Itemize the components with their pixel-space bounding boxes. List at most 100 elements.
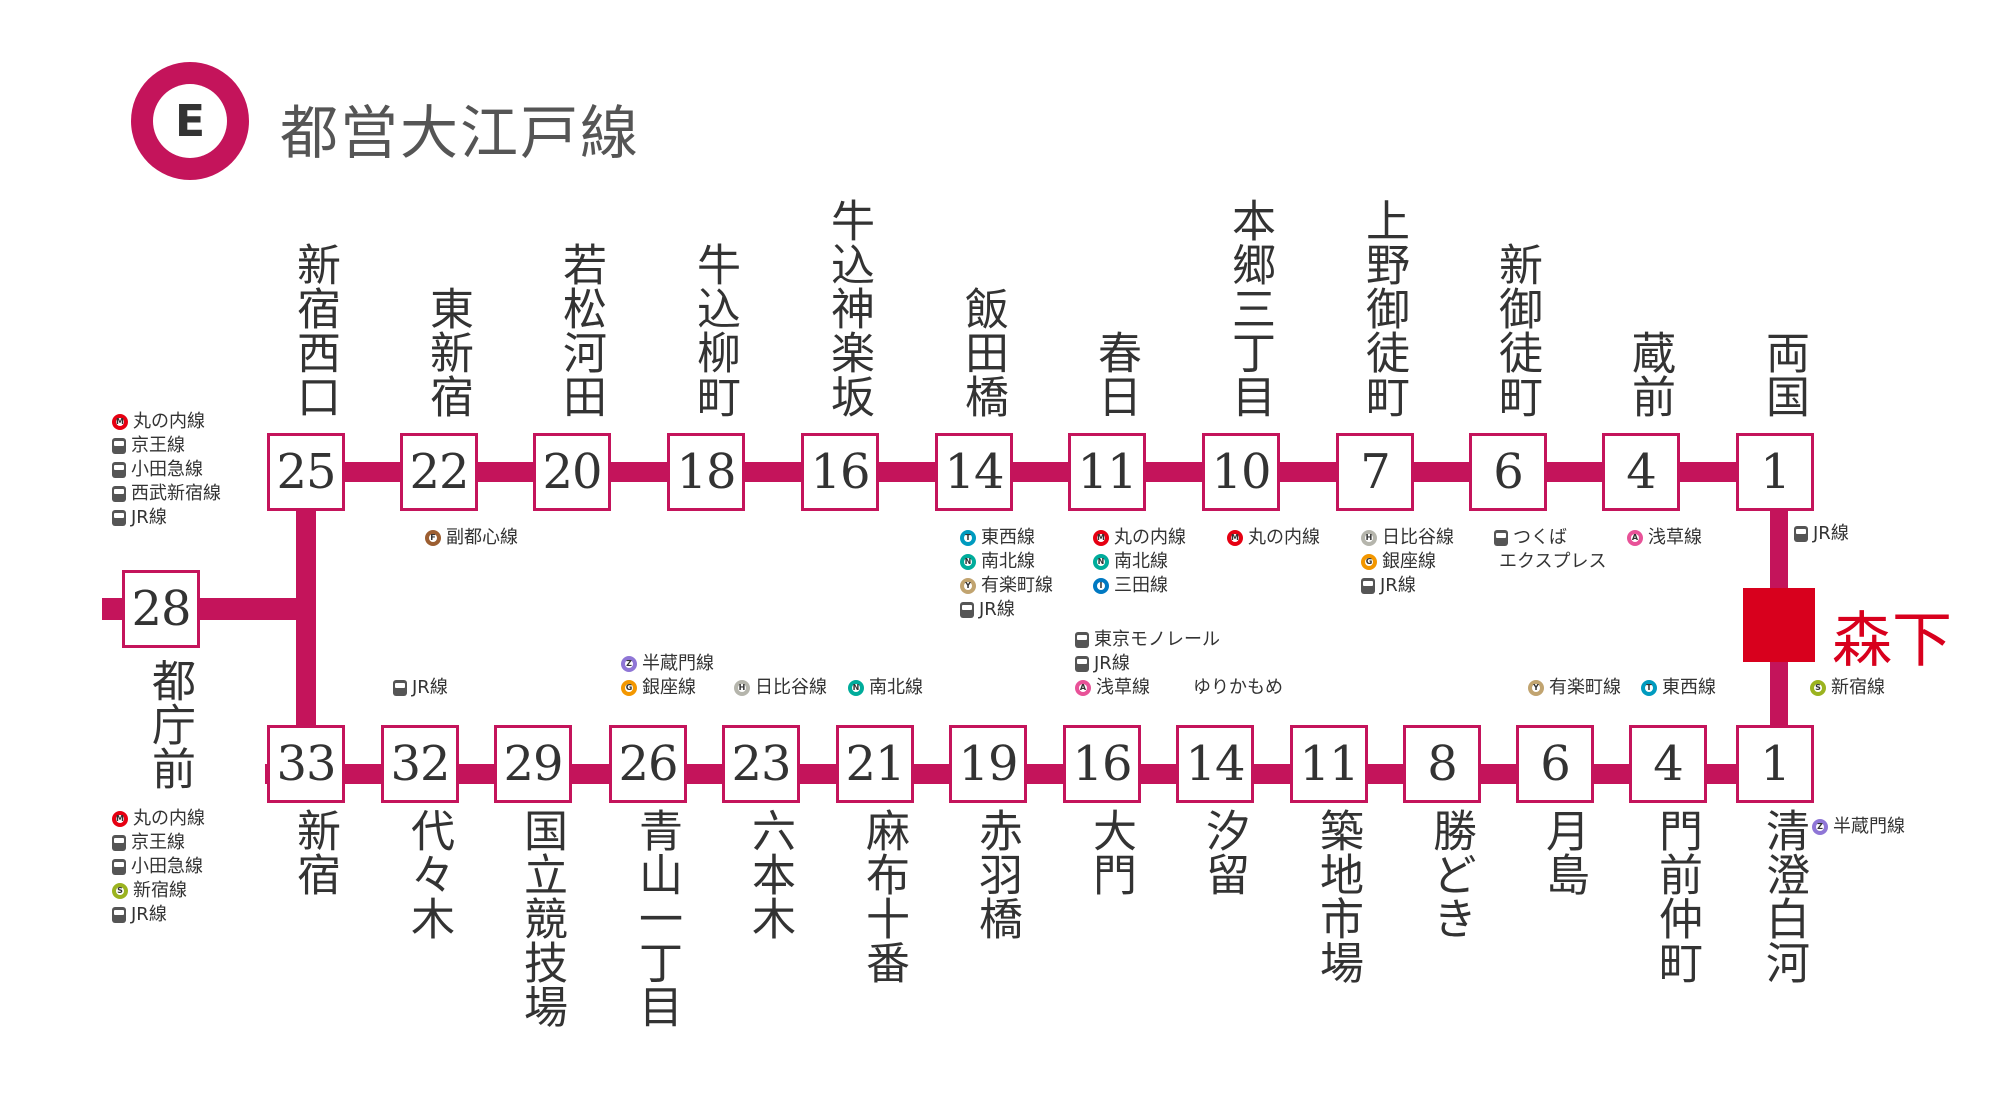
station-number-box[interactable]: 6 (1469, 433, 1547, 511)
line-badge-icon (1627, 530, 1643, 546)
station-number-box[interactable]: 32 (381, 725, 459, 803)
station-number-box[interactable]: 4 (1629, 725, 1707, 803)
transfer-label: 半蔵門線 (1833, 816, 1905, 837)
transfer-label: 南北線 (1114, 551, 1168, 572)
transfer-label: 日比谷線 (755, 677, 827, 698)
station-number-box[interactable]: 18 (667, 433, 745, 511)
station-number-box[interactable]: 1 (1736, 725, 1814, 803)
line-badge-icon (1528, 680, 1544, 696)
line-badge-icon (1093, 578, 1109, 594)
transfer-label: 半蔵門線 (642, 653, 714, 674)
transfer-label: 西武新宿線 (131, 483, 221, 504)
station-name: 月島 (1538, 808, 1589, 896)
train-icon (393, 680, 407, 696)
transfer-label: JR線 (131, 507, 167, 528)
line-badge-icon (1812, 819, 1828, 835)
transfer-item: つくば (1494, 526, 1606, 550)
transfer-list: JR線 (393, 676, 448, 700)
transfer-list: 副都心線 (425, 526, 518, 550)
line-badge-icon (1361, 554, 1377, 570)
station-name: 両国 (1758, 330, 1809, 418)
station-number-box[interactable]: 4 (1602, 433, 1680, 511)
transfer-list: 丸の内線 (1227, 526, 1320, 550)
station-number-box[interactable]: 7 (1336, 433, 1414, 511)
station-number-box[interactable]: 16 (1063, 725, 1141, 803)
station-name: 牛込柳町 (689, 242, 740, 418)
station-name: 清澄白河 (1758, 808, 1809, 984)
transfer-item: 京王線 (112, 831, 205, 855)
station-number-box[interactable]: 25 (267, 433, 345, 511)
station-number-box[interactable]: 11 (1068, 433, 1146, 511)
transfer-label: 浅草線 (1648, 527, 1702, 548)
transfer-list: 半蔵門線銀座線 (621, 652, 714, 700)
station-number-box[interactable]: 21 (836, 725, 914, 803)
transfer-item: 東西線 (960, 526, 1053, 550)
train-icon (960, 602, 974, 618)
station-number-box[interactable]: 16 (801, 433, 879, 511)
transfer-list: 丸の内線南北線三田線 (1093, 526, 1186, 598)
station-number-box[interactable]: 8 (1403, 725, 1481, 803)
transfer-label: 副都心線 (446, 527, 518, 548)
station-number-box[interactable]: 14 (935, 433, 1013, 511)
station-name: 都庁前 (144, 658, 195, 790)
transfer-item: 南北線 (848, 676, 923, 700)
line-badge-icon (960, 578, 976, 594)
station-number-box[interactable]: 20 (533, 433, 611, 511)
station-number-box[interactable]: 14 (1176, 725, 1254, 803)
transfer-label: JR線 (1380, 575, 1416, 596)
line-badge-icon (734, 680, 750, 696)
line-badge-icon (621, 680, 637, 696)
transfer-list: 浅草線 (1627, 526, 1702, 550)
transfer-item: 小田急線 (112, 458, 221, 482)
station-name: 蔵前 (1624, 330, 1675, 418)
transfer-label: 東京モノレール (1094, 629, 1220, 650)
station-number-box[interactable]: 23 (722, 725, 800, 803)
line-badge-icon (621, 656, 637, 672)
transfer-item: 丸の内線 (112, 410, 221, 434)
transfer-label: JR線 (979, 599, 1015, 620)
transfer-item: 東西線 (1641, 676, 1716, 700)
transfer-list: 丸の内線京王線小田急線新宿線JR線 (112, 807, 205, 927)
transfer-label: 丸の内線 (133, 808, 205, 829)
transfer-item: 西武新宿線 (112, 482, 221, 506)
transfer-list: 半蔵門線 (1812, 815, 1905, 839)
station-number-box[interactable]: 10 (1202, 433, 1280, 511)
station-name: 麻布十番 (858, 808, 909, 984)
transfer-label: 三田線 (1114, 575, 1168, 596)
station-name: 飯田橋 (957, 286, 1008, 418)
station-number-box[interactable]: 1 (1736, 433, 1814, 511)
transfer-item: 京王線 (112, 434, 221, 458)
train-icon (1494, 530, 1508, 546)
transfer-item: JR線 (1361, 574, 1454, 598)
train-icon (112, 859, 126, 875)
station-number-box[interactable]: 26 (609, 725, 687, 803)
transfer-label: 銀座線 (642, 677, 696, 698)
transfer-label: 京王線 (131, 435, 185, 456)
line-badge-icon (112, 811, 128, 827)
transfer-list: 新宿線 (1810, 676, 1885, 700)
station-number-box[interactable]: 19 (949, 725, 1027, 803)
line-badge-icon (425, 530, 441, 546)
transfer-item: 有楽町線 (1528, 676, 1621, 700)
transfer-list: つくばエクスプレス (1494, 526, 1606, 574)
station-number-box[interactable]: 33 (267, 725, 345, 803)
transfer-label: JR線 (131, 904, 167, 925)
transfer-item: JR線 (393, 676, 448, 700)
transfer-label: つくば (1513, 527, 1567, 548)
station-number-box[interactable]: 22 (400, 433, 478, 511)
station-number-box[interactable]: 6 (1516, 725, 1594, 803)
left-vertical-rail (296, 510, 316, 770)
transfer-item: 銀座線 (1361, 550, 1454, 574)
transfer-list: ゆりかもめ (1188, 676, 1283, 700)
transfer-item: 新宿線 (1810, 676, 1885, 700)
train-icon (112, 510, 126, 526)
station-number-box[interactable]: 28 (122, 570, 200, 648)
transfer-item: 半蔵門線 (1812, 815, 1905, 839)
transfer-item: 丸の内線 (112, 807, 205, 831)
transfer-item: 小田急線 (112, 855, 205, 879)
station-number-box[interactable]: 11 (1290, 725, 1368, 803)
transfer-item: 副都心線 (425, 526, 518, 550)
transfer-item: 日比谷線 (1361, 526, 1454, 550)
station-number-box[interactable]: 29 (494, 725, 572, 803)
